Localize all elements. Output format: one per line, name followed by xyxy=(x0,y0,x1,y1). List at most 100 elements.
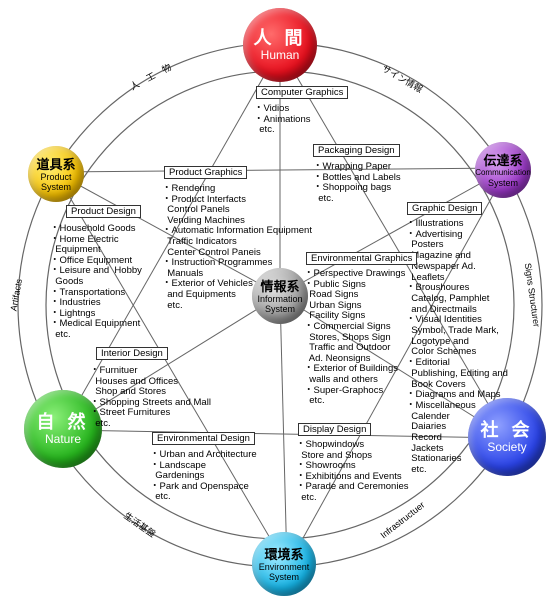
graphic-design-item: Stationaries xyxy=(406,453,462,465)
product-design-title: Product Design xyxy=(66,205,141,218)
graphic-design-item: Record xyxy=(406,432,442,444)
graphic-design-item: Jackets xyxy=(406,442,444,454)
human-node-jp: 人 間 xyxy=(253,28,307,48)
interior-design-item: ・Shopping Streets and Mall xyxy=(90,396,211,408)
graphic-design-item: Magazine and xyxy=(406,250,471,262)
interior-design-item: Shop and Stores xyxy=(90,386,167,398)
product-design-item: ・Lightngs xyxy=(50,307,96,319)
graphic-design-item: and Directmails xyxy=(406,303,477,315)
product-design-item: ・Industries xyxy=(50,297,101,309)
communication-node-en1: Communication xyxy=(475,167,531,177)
environmental-graphics-item: walls and others xyxy=(304,373,378,385)
environmental-graphics-item: Traffic and Outdoor xyxy=(304,342,391,354)
environmental-graphics-item: ・Public Signs xyxy=(304,278,366,290)
display-design-item: ・Showrooms xyxy=(296,460,356,472)
display-design-list: ・Shopwindows Store and Shops・Showrooms・E… xyxy=(296,439,409,504)
environmental-graphics-list: ・Perspective Drawings・Public Signs Road … xyxy=(304,268,406,407)
computer-graphics-item: ・Animations xyxy=(254,113,311,125)
environmental-graphics-title: Environmental Graphics xyxy=(306,252,418,265)
environmental-design-title: Environmental Design xyxy=(152,432,255,445)
packaging-design-item: ・Shoppoing bags xyxy=(313,182,392,194)
product-node: 道具系 Product System xyxy=(28,146,84,202)
environmental-design-item: etc. xyxy=(150,491,171,503)
environmental-graphics-item: ・Super-Graphocs xyxy=(304,384,384,396)
product-graphics-item: etc. xyxy=(162,299,183,311)
product-graphics-item: ・Rendering xyxy=(162,183,216,194)
packaging-design-item: ・Wrapping Paper xyxy=(313,161,391,172)
product-design-item: ・Medical Equipment xyxy=(50,318,141,330)
environmental-graphics-item: ・Commercial Signs xyxy=(304,320,391,332)
graphic-design-item: Leaflets xyxy=(406,271,445,283)
interior-design-item: Houses and Offices xyxy=(90,375,179,387)
graphic-design-item: Calender xyxy=(406,410,450,422)
communication-node-en2: System xyxy=(487,177,518,188)
nature-node: 自 然 Nature xyxy=(24,390,102,468)
interior-design-title: Interior Design xyxy=(96,347,168,360)
environmental-graphics-item: Stores, Shops Sign xyxy=(304,331,391,343)
information-node: 情報系 Information System xyxy=(252,268,308,324)
display-design-item: Store and Shops xyxy=(296,449,373,461)
graphic-design-item: ・Miscellaneous xyxy=(406,399,476,411)
nature-node-en: Nature xyxy=(44,432,82,446)
graphic-design-item: Book Covers xyxy=(406,378,466,390)
product-design-item: etc. xyxy=(50,328,71,340)
product-node-jp: 道具系 xyxy=(36,156,76,172)
product-node-en2: System xyxy=(40,181,71,192)
environmental-graphics-item: ・Exterior of Buildings xyxy=(304,363,398,375)
environmental-design-item: ・Landscape xyxy=(150,459,206,471)
computer-graphics-item: ・Vidios xyxy=(254,103,290,114)
product-graphics-list: ・Rendering・Product Interfacts Control Pa… xyxy=(162,183,312,311)
product-graphics-item: ・Automatic Information Equipment xyxy=(162,225,312,237)
information-node-en1: Information xyxy=(257,293,303,304)
product-design-item: Goods xyxy=(50,275,84,287)
graphic-design-item: Daiaries xyxy=(406,421,447,433)
product-design-item: ・Leisure and Hobby xyxy=(50,265,142,277)
environmental-design-item: ・Park and Openspace xyxy=(150,480,249,492)
graphic-design-title: Graphic Design xyxy=(407,202,483,215)
computer-graphics-list: ・Vidios・Animations etc. xyxy=(254,103,311,136)
packaging-design-item: ・Bottles and Labels xyxy=(313,171,401,183)
environmental-graphics-item: Urban Signs xyxy=(304,299,362,311)
human-node: 人 間 Human xyxy=(243,8,317,82)
environmental-graphics-item: Ad. Neonsigns xyxy=(304,352,371,364)
product-graphics-item: Traffic Indicators xyxy=(162,235,237,247)
graphic-design-item: Posters xyxy=(406,239,444,251)
product-graphics-title: Product Graphics xyxy=(164,166,248,179)
graphic-design-item: Newspaper Ad. xyxy=(406,260,476,272)
environment-node-en1: Environment xyxy=(258,561,310,572)
graphic-design-item: Catalog, Pamphlet xyxy=(406,292,490,304)
packaging-design-item: etc. xyxy=(313,192,334,204)
product-graphics-item: and Equipments xyxy=(162,288,236,300)
graphic-design-item: ・Advertising xyxy=(406,228,463,240)
interior-design-item: etc. xyxy=(90,417,111,429)
graphic-design-item: ・Visual Identities xyxy=(406,314,482,326)
display-design-item: ・Parade and Ceremonies xyxy=(296,481,409,493)
graphic-design-item: ・Broushoures xyxy=(406,282,470,294)
packaging-design-list: ・Wrapping Paper・Bottles and Labels・Shopp… xyxy=(313,161,401,204)
graphic-design-item: ・Editorial xyxy=(406,357,450,369)
society-node-jp: 社 会 xyxy=(480,420,534,440)
environment-node-en2: System xyxy=(268,571,299,582)
environment-node: 環境系 Environment System xyxy=(252,532,316,596)
computer-graphics-title: Computer Graphics xyxy=(256,86,349,99)
interior-design-item: ・Street Furnitures xyxy=(90,407,171,419)
graphic-design-item: Publishing, Editing and xyxy=(406,367,508,379)
product-design-item: ・Household Goods xyxy=(50,223,136,234)
product-design-item: ・Transportations xyxy=(50,286,126,298)
graphic-design-item: etc. xyxy=(406,464,427,476)
graphic-design-item: ・Diagrams and Maps xyxy=(406,389,501,401)
environment-node-jp: 環境系 xyxy=(264,546,304,562)
information-node-en2: System xyxy=(264,303,295,314)
environmental-design-item: ・Urban and Architecture xyxy=(150,449,257,460)
graphic-design-item: ・Illustrations xyxy=(406,218,464,229)
display-design-item: ・Exhibitions and Events xyxy=(296,470,402,482)
product-graphics-item: Center Control Paneis xyxy=(162,246,261,258)
environmental-graphics-item: Road Signs xyxy=(304,289,359,301)
product-graphics-item: Vending Machines xyxy=(162,214,245,226)
graphic-design-item: Logotype and xyxy=(406,335,469,347)
environmental-graphics-item: ・Perspective Drawings xyxy=(304,268,406,279)
display-design-item: ・Shopwindows xyxy=(296,439,365,450)
environmental-design-list: ・Urban and Architecture・Landscape Garden… xyxy=(150,449,257,503)
product-design-item: ・Home Electric xyxy=(50,233,119,245)
